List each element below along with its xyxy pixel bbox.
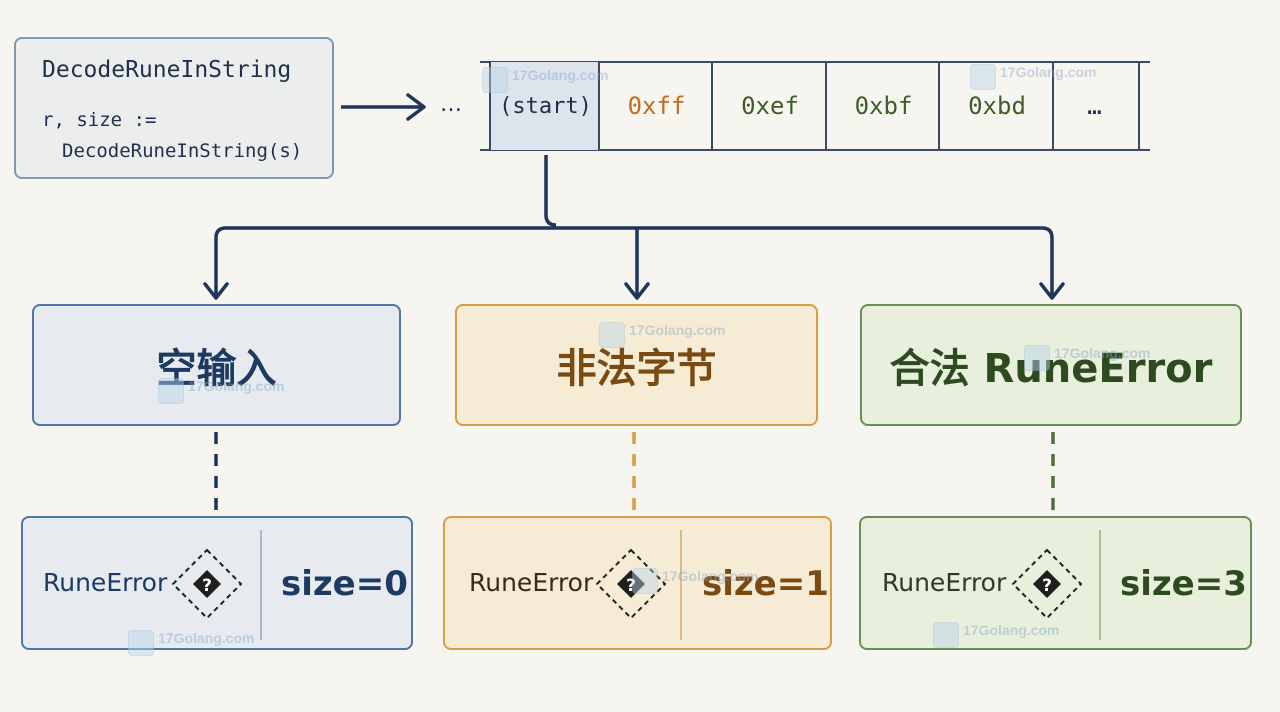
watermark: 17Golang.com bbox=[599, 322, 725, 348]
watermark: 17Golang.com bbox=[933, 622, 1059, 648]
result-size: size=1 bbox=[702, 564, 829, 604]
code-to-strip-arrowhead bbox=[406, 93, 426, 121]
byte-cell-0xbf: 0xbf bbox=[825, 62, 940, 150]
case-valid-runeerror-box: 合法 RuneError bbox=[860, 304, 1242, 426]
result-box-invalid: RuneError ? size=1 bbox=[443, 516, 832, 650]
watermark-text: 17Golang.com bbox=[158, 630, 255, 646]
watermark: 17Golang.com bbox=[1024, 345, 1150, 371]
watermark-text: 17Golang.com bbox=[1000, 64, 1097, 80]
result-divider bbox=[260, 530, 262, 640]
replacement-char-icon: ? bbox=[1011, 548, 1083, 620]
svg-text:?: ? bbox=[1042, 576, 1052, 596]
result-size: size=0 bbox=[281, 564, 408, 604]
case-valid-runeerror-title: 合法 RuneError bbox=[889, 346, 1213, 392]
code-box: DecodeRuneInString r, size := DecodeRune… bbox=[14, 37, 334, 179]
byte-cell-ellipsis: … bbox=[1052, 62, 1140, 150]
golang-logo-icon bbox=[482, 67, 508, 93]
byte-cell-0xef: 0xef bbox=[711, 62, 827, 150]
result-label: RuneError bbox=[43, 568, 168, 597]
svg-text:?: ? bbox=[202, 576, 212, 596]
byte-cell-0xff: 0xff bbox=[598, 62, 713, 150]
golang-logo-icon bbox=[970, 64, 996, 90]
case-empty-input-title: 空输入 bbox=[156, 346, 277, 392]
strip-leading-ellipsis: … bbox=[440, 92, 464, 117]
result-box-valid: RuneError ? size=3 bbox=[859, 516, 1252, 650]
golang-logo-icon bbox=[632, 568, 658, 594]
watermark-text: 17Golang.com bbox=[629, 322, 726, 338]
replacement-char-icon: ? bbox=[595, 548, 667, 620]
result-divider bbox=[680, 530, 682, 640]
branch-middle-head bbox=[624, 282, 650, 300]
watermark-text: 17Golang.com bbox=[188, 378, 285, 394]
watermark-text: 17Golang.com bbox=[1054, 345, 1151, 361]
golang-logo-icon bbox=[128, 630, 154, 656]
watermark: 17Golang.com bbox=[632, 568, 758, 594]
branch-left-head bbox=[203, 282, 229, 300]
byte-cell-0xbd: 0xbd bbox=[938, 62, 1054, 150]
golang-logo-icon bbox=[1024, 345, 1050, 371]
golang-logo-icon bbox=[158, 378, 184, 404]
code-title: DecodeRuneInString bbox=[42, 57, 292, 83]
result-label: RuneError bbox=[469, 568, 594, 597]
case-empty-input-box: 空输入 bbox=[32, 304, 401, 426]
branch-right-head bbox=[1039, 282, 1065, 300]
strip-top-line bbox=[480, 61, 1150, 63]
case-invalid-bytes-box: 非法字节 bbox=[455, 304, 818, 426]
result-size: size=3 bbox=[1120, 564, 1247, 604]
branch-right bbox=[1041, 226, 1054, 296]
watermark-text: 17Golang.com bbox=[963, 622, 1060, 638]
watermark: 17Golang.com bbox=[158, 378, 284, 404]
strip-bottom-line bbox=[480, 149, 1150, 151]
result-box-empty: RuneError ? size=0 bbox=[21, 516, 413, 650]
svg-text:?: ? bbox=[626, 576, 636, 596]
golang-logo-icon bbox=[599, 322, 625, 348]
code-line-2: DecodeRuneInString(s) bbox=[62, 140, 303, 162]
branch-left bbox=[214, 226, 227, 296]
watermark: 17Golang.com bbox=[482, 67, 608, 93]
case-invalid-bytes-title: 非法字节 bbox=[556, 346, 717, 392]
golang-logo-icon bbox=[933, 622, 959, 648]
code-line-1: r, size := bbox=[42, 109, 157, 131]
branch-trunk bbox=[544, 155, 557, 227]
watermark: 17Golang.com bbox=[128, 630, 254, 656]
result-label: RuneError bbox=[882, 568, 1007, 597]
watermark-text: 17Golang.com bbox=[662, 568, 759, 584]
watermark: 17Golang.com bbox=[970, 64, 1096, 90]
replacement-char-icon: ? bbox=[171, 548, 243, 620]
result-divider bbox=[1099, 530, 1101, 640]
byte-cell-start: (start) bbox=[489, 62, 600, 150]
watermark-text: 17Golang.com bbox=[512, 67, 609, 83]
